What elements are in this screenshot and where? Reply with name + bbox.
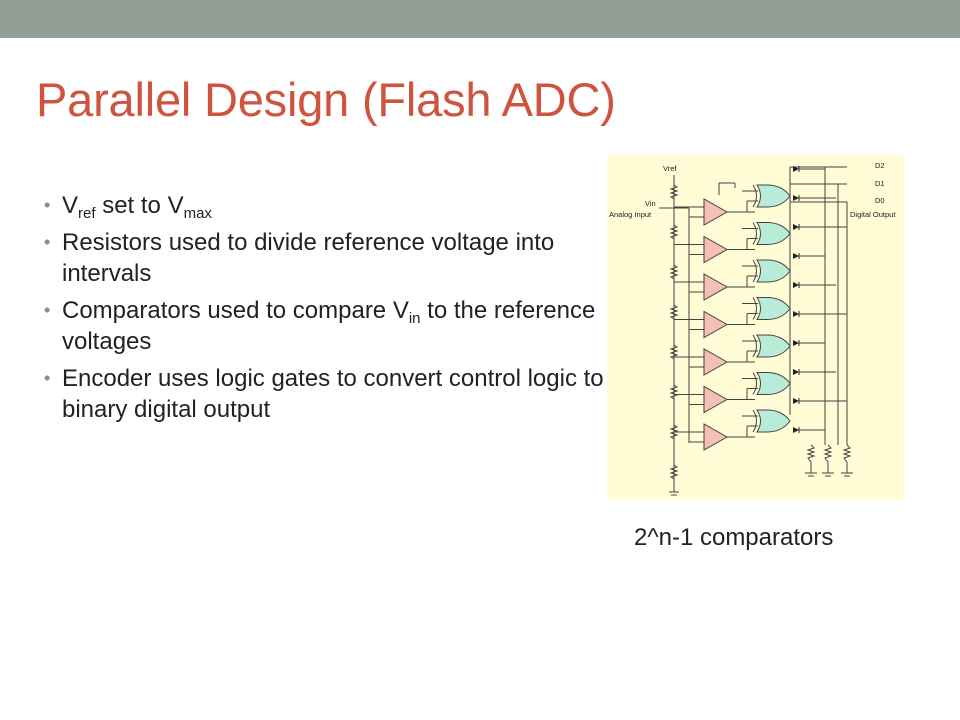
- bullet-list: Vref set to Vmax Resistors used to divid…: [44, 190, 604, 431]
- logic-gate: [756, 222, 791, 245]
- logic-gate: [756, 184, 791, 208]
- diode-symbol: [793, 427, 799, 433]
- resistor: [669, 264, 679, 280]
- bullet-text: to the reference voltages: [62, 297, 596, 355]
- comparator-symbol: [703, 310, 729, 339]
- resistor: [669, 184, 679, 200]
- d0-label: D0: [875, 196, 885, 205]
- bullet-item: Encoder uses logic gates to convert cont…: [44, 363, 604, 425]
- gate-input-curve: [752, 372, 757, 395]
- bullet-item: Resistors used to divide reference volta…: [44, 227, 604, 289]
- gate-input-curve: [752, 184, 757, 208]
- resistor: [669, 464, 679, 480]
- comparator-symbol: [703, 235, 729, 264]
- subscript: max: [183, 205, 212, 222]
- diode-symbol: [793, 195, 799, 201]
- digital-output-label: Digital Output: [850, 210, 896, 219]
- pulldown-resistor: [823, 444, 833, 473]
- resistor: [669, 304, 679, 320]
- diode-symbol: [793, 340, 799, 346]
- gate-input-curve: [752, 334, 757, 358]
- diode-symbol: [793, 369, 799, 375]
- diode-symbol: [793, 398, 799, 404]
- comparator-symbol: [703, 385, 729, 414]
- gate-input-curve: [752, 259, 757, 283]
- bullet-text: Comparators used to compare V: [62, 297, 409, 324]
- figure-caption: 2^n-1 comparators: [634, 524, 834, 551]
- comparator-symbol: [703, 198, 729, 226]
- top-bar: [0, 0, 960, 38]
- bullet-text: set to V: [95, 192, 184, 219]
- diode-symbol: [793, 282, 799, 288]
- subscript: in: [408, 310, 421, 327]
- bullet-text: V: [62, 192, 79, 219]
- logic-gate: [756, 297, 791, 320]
- circuit-svg: Vref Vin Analog Input D2 D1 D0 Digital O…: [609, 161, 896, 496]
- bullet-item: Comparators used to compare Vin to the r…: [44, 295, 604, 357]
- slide-title: Parallel Design (Flash ADC): [36, 73, 616, 126]
- analog-input-label: Analog Input: [609, 210, 652, 219]
- resistor: [669, 384, 679, 400]
- flash-adc-circuit-diagram: Vref Vin Analog Input D2 D1 D0 Digital O…: [607, 155, 904, 500]
- bullet-item: Vref set to Vmax: [44, 190, 604, 221]
- logic-gate: [756, 334, 791, 358]
- d2-label: D2: [875, 161, 885, 170]
- vref-label: Vref: [663, 164, 677, 173]
- diode-symbol: [793, 253, 799, 259]
- vin-label: Vin: [645, 199, 656, 208]
- pulldown-resistor: [806, 444, 816, 473]
- gate-input-curve: [752, 409, 757, 433]
- gate-input-curve: [752, 222, 757, 245]
- comparator-symbol: [703, 273, 729, 301]
- comparator-symbol: [703, 423, 729, 451]
- logic-gate: [756, 372, 791, 395]
- resistor: [669, 344, 679, 360]
- pulldown-resistor: [842, 444, 852, 473]
- subscript: ref: [78, 205, 96, 222]
- resistor: [669, 224, 679, 240]
- logic-gate: [756, 259, 791, 283]
- gate-input-curve: [752, 297, 757, 320]
- d1-label: D1: [875, 179, 885, 188]
- logic-gate: [756, 409, 791, 433]
- comparator-symbol: [703, 348, 729, 376]
- diode-symbol: [793, 224, 799, 230]
- diode-symbol: [793, 166, 799, 172]
- diode-symbol: [793, 311, 799, 317]
